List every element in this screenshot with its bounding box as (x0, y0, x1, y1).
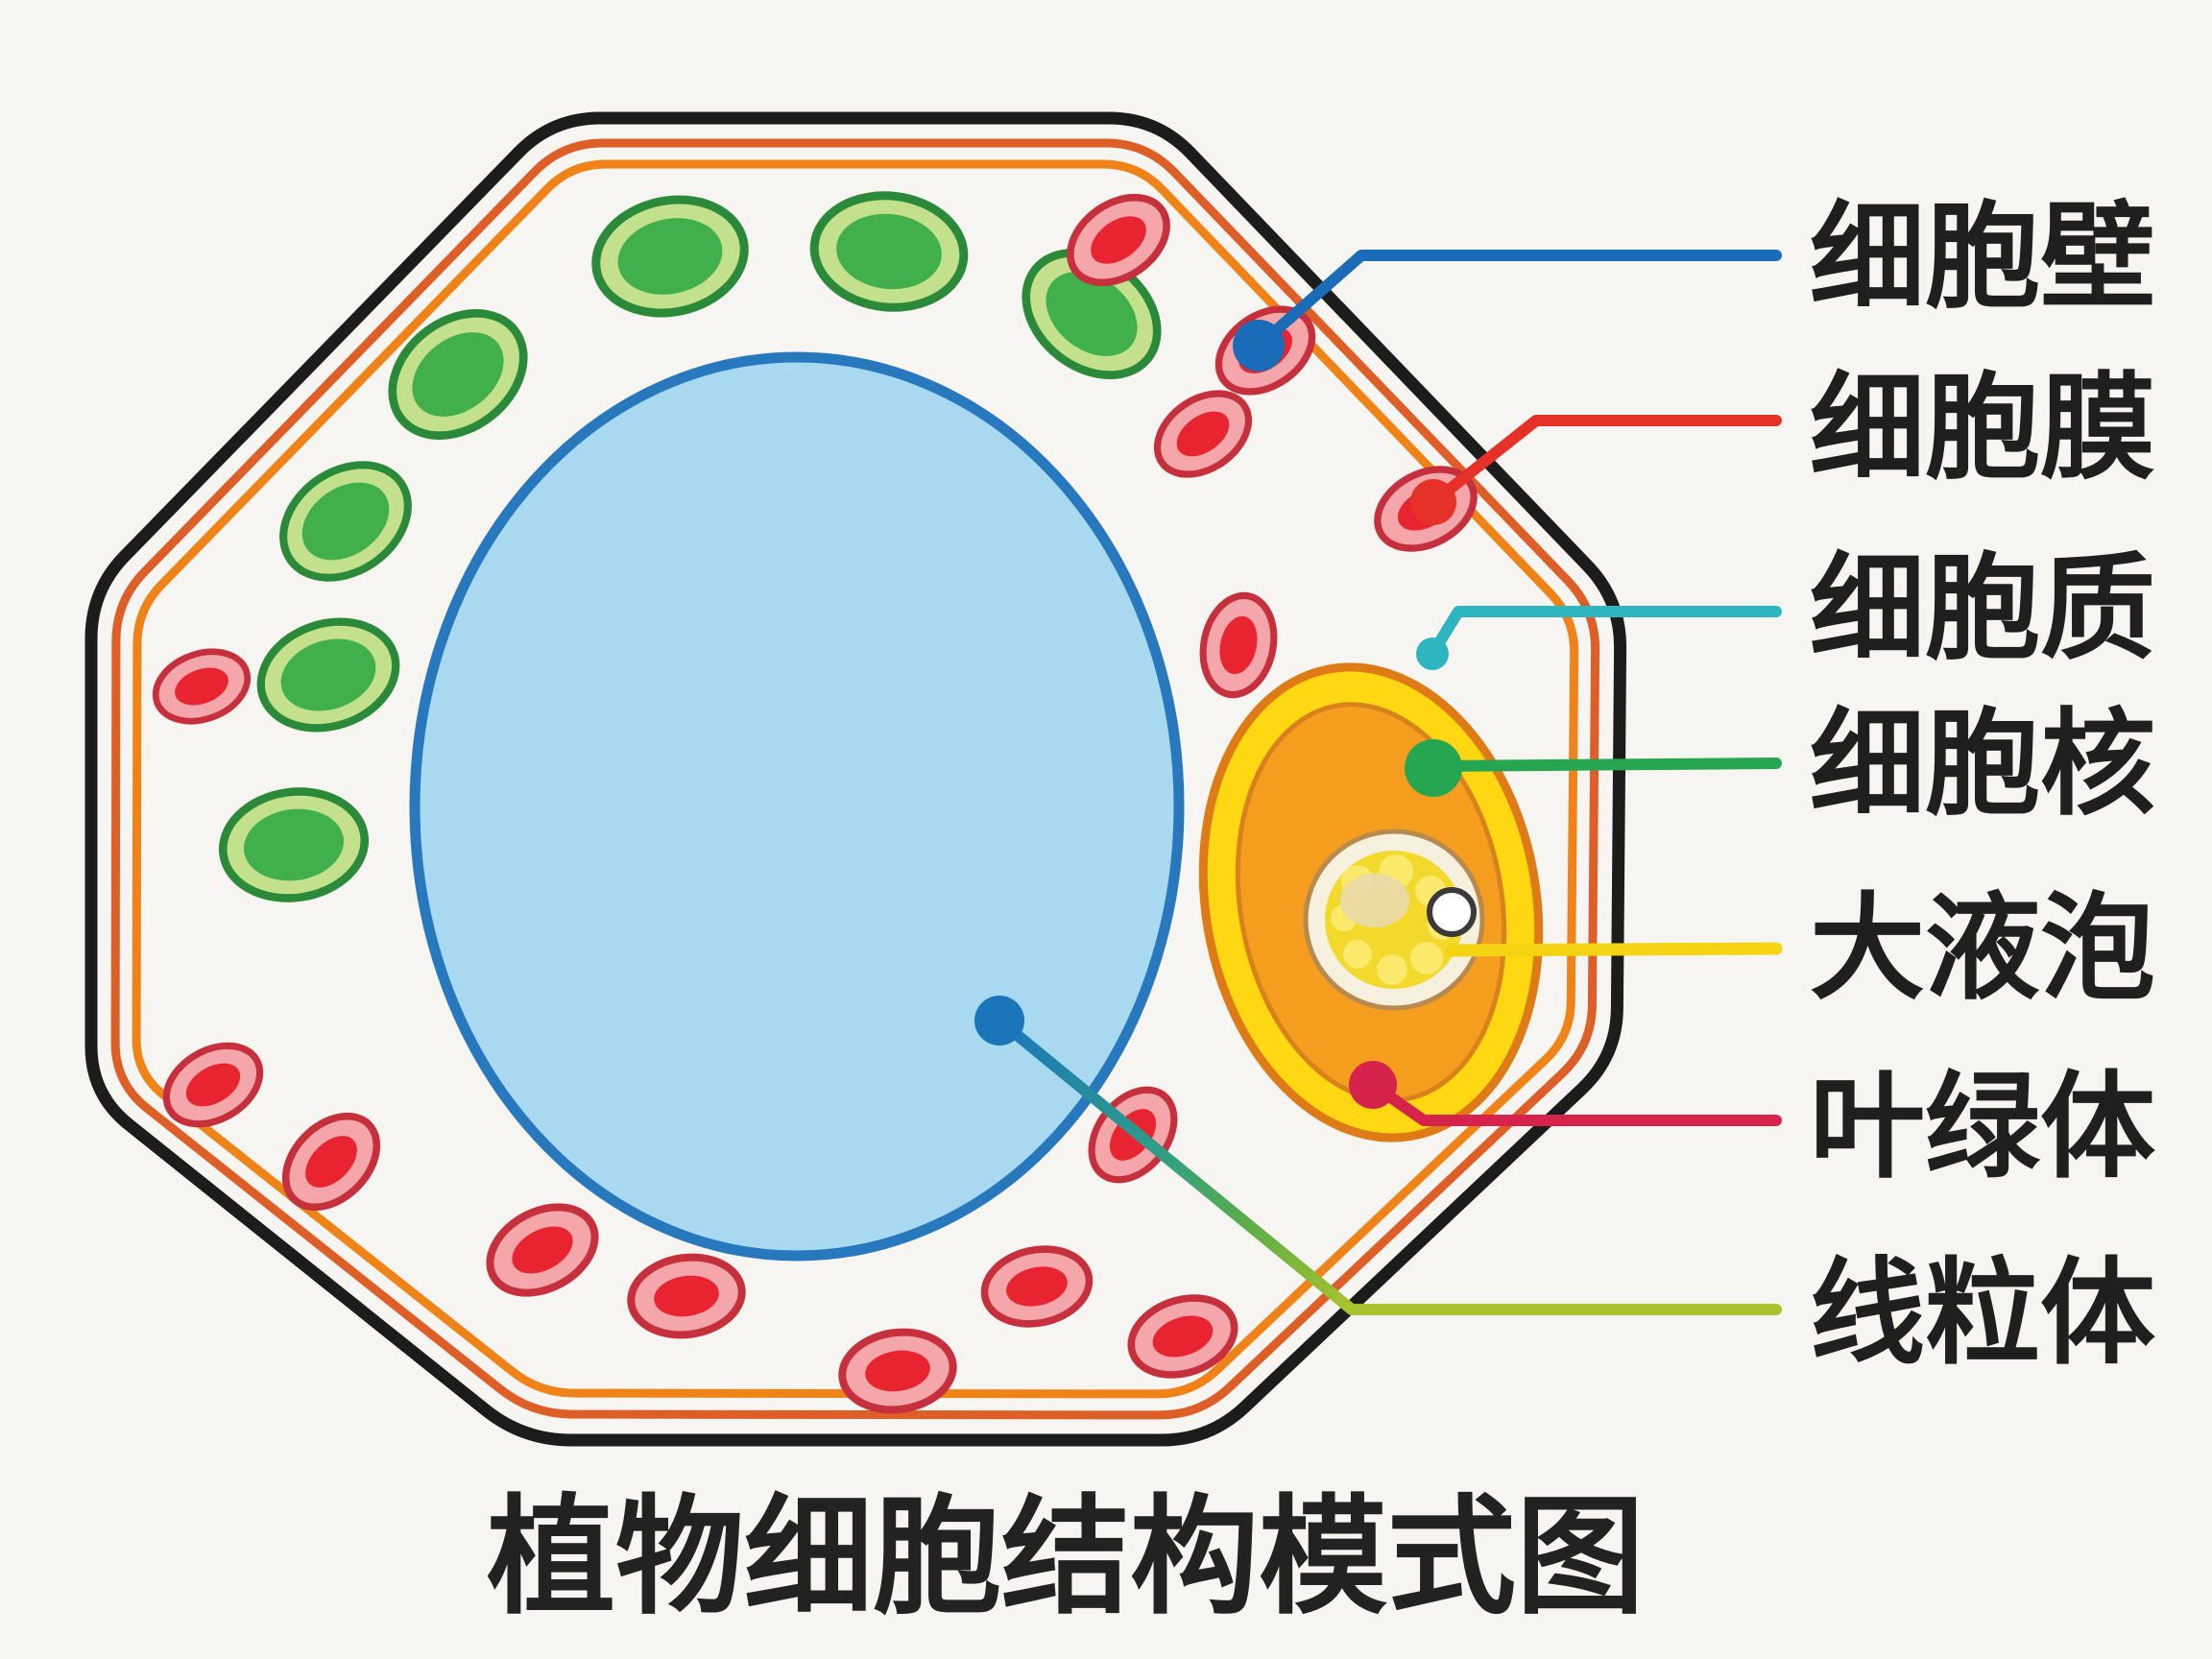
nucleus (1198, 662, 1544, 1142)
leader-nucleus (1428, 757, 1782, 772)
leader-chloroplast-dot (1349, 1061, 1397, 1109)
leader-cell-wall-dot (1233, 320, 1285, 372)
leader-mitochondrion-dot (974, 996, 1024, 1046)
leader-cytoplasm-dot (1416, 637, 1449, 670)
leader-mitochondrion-diagonal (994, 1015, 1358, 1315)
nucleolus-white-vesicle (1427, 887, 1477, 937)
label-cytoplasm: 细胞质 (1810, 545, 2155, 673)
central-vacuole (409, 351, 1185, 1262)
leader-cell-wall (1253, 250, 1782, 351)
leader-vacuole (1445, 942, 1783, 957)
label-cell-wall: 细胞壁 (1810, 194, 2155, 322)
nucleolus (1303, 829, 1485, 1011)
label-column: 细胞壁 细胞膜 细胞质 细胞核 大液泡 叶绿体 线粒体 (1810, 194, 2155, 1378)
cell-membrane-line-outer (110, 138, 1600, 1420)
label-mitochondrion: 线粒体 (1810, 1250, 2155, 1378)
cell-membrane-line-inner (132, 159, 1579, 1399)
leader-cell-membrane-dot (1410, 479, 1456, 525)
nucleolus-highlight (1340, 874, 1409, 927)
label-chloroplast: 叶绿体 (1810, 1064, 2155, 1191)
leader-cell-membrane (1428, 415, 1782, 508)
label-cell-membrane: 细胞膜 (1810, 365, 2155, 493)
cell-wall-outline (84, 111, 1627, 1447)
diagram-title: 植物细胞结构模式图 (487, 1487, 1645, 1629)
leader-nucleus-dot (1405, 739, 1462, 797)
leader-cytoplasm (1427, 606, 1782, 660)
label-nucleus: 细胞核 (1810, 701, 2155, 829)
label-vacuole: 大液泡 (1810, 885, 2155, 1013)
